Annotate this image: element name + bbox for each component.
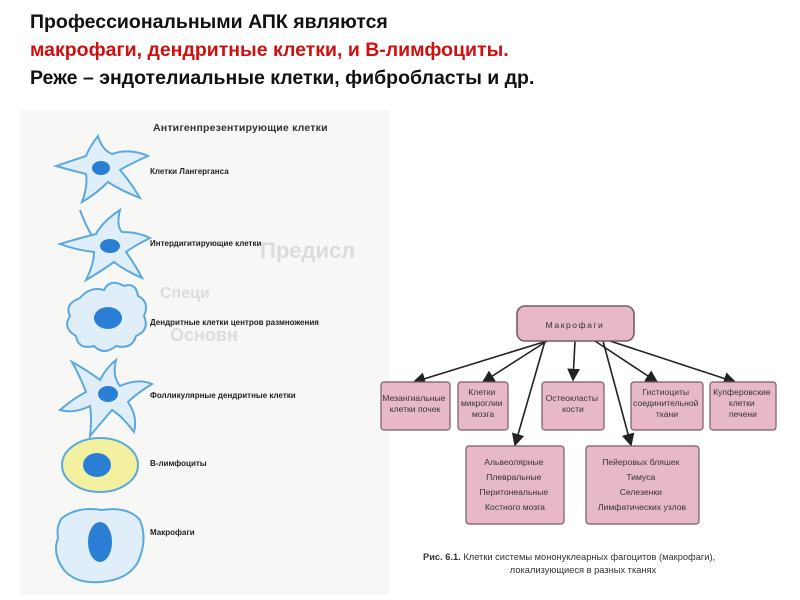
bleed-through-text: Предисл (260, 238, 356, 263)
cell-illustrations (52, 133, 155, 584)
caption-prefix: Рис. 6.1. (423, 552, 461, 562)
b-lymphocyte-icon (61, 437, 139, 493)
svg-text:Альвеолярные Плевральные: Альвеолярные Плевральные Перитонеальные … (479, 457, 550, 512)
cell-label-b-lymphocytes: В-лимфоциты (150, 459, 207, 468)
heading: Профессиональными АПК являются макрофаги… (30, 8, 780, 92)
cell-label-langerhans: Клетки Лангерганса (150, 167, 229, 176)
figure-caption: Рис. 6.1. Клетки системы мононуклеарных … (423, 551, 743, 577)
heading-line-3: Реже – эндотелиальные клетки, фибробласт… (30, 67, 535, 89)
follicular-dendritic-cell-icon (57, 357, 155, 440)
svg-text:Остеокласты кости: Остеокласты кости (546, 393, 601, 414)
figure-title: Антигенпрезентирующие клетки (153, 122, 328, 134)
germinal-center-dendritic-cell-icon (66, 281, 147, 352)
box-histiocytes: Гистиоциты соединительной ткани (630, 381, 704, 431)
box-osteoclasts: Остеокласты кости (541, 381, 605, 431)
svg-text:Гистиоциты соединительно: Гистиоциты соединительной ткани (633, 387, 701, 419)
box-microglia: Клетки микроглии мозга (457, 381, 509, 431)
bleed-through-text: Специ (160, 285, 210, 302)
scanned-figure-panel: Предисл Специ Основн (20, 110, 390, 595)
box-macrophages: Макрофаги (516, 305, 635, 342)
cell-label-follicular: Фолликулярные дендритные клетки (150, 391, 296, 400)
cell-label-macrophages: Макрофаги (150, 528, 195, 537)
langerhans-cell-icon (52, 133, 151, 205)
heading-line-1: Профессиональными АПК являются (30, 11, 388, 33)
cell-label-germinal-center: Дендритные клетки центров размножения (150, 318, 319, 327)
svg-text:Мезангиальные клетки поч: Мезангиальные клетки почек (382, 393, 448, 414)
svg-text:Пейеровых бляшек Тимуса: Пейеровых бляшек Тимуса Селезенки Лимфат… (598, 457, 687, 512)
caption-line-2: локализующиеся в разных тканях (509, 565, 657, 575)
box-kupffer: Купферовские клетки печени (709, 381, 777, 431)
macrophage-diagram: Макрофаги Мезангиальные клетки почек Кле… (380, 305, 777, 525)
interdigitating-cell-icon (56, 207, 153, 283)
macrophage-icon (55, 508, 145, 584)
bleed-through-text: Основн (170, 325, 238, 345)
box-peyer: Пейеровых бляшек Тимуса Селезенки Лимфат… (585, 445, 700, 525)
cell-label-interdigitating: Интердигитирующие клетки (150, 239, 262, 248)
diagram-arrows (412, 340, 737, 447)
box-macrophages-label: Макрофаги (546, 320, 605, 330)
svg-text:Клетки микроглии м: Клетки микроглии мозга (461, 387, 505, 419)
box-mesangial: Мезангиальные клетки почек (380, 381, 451, 431)
heading-line-2: макрофаги, дендритные клетки, и B-лимфоц… (30, 39, 509, 61)
svg-text:Купферовские клетки: Купферовские клетки печени (713, 387, 773, 419)
caption-line-1: Клетки системы мононуклеарных фагоцитов … (463, 552, 716, 562)
box-alveolar: Альвеолярные Плевральные Перитонеальные … (465, 445, 565, 525)
